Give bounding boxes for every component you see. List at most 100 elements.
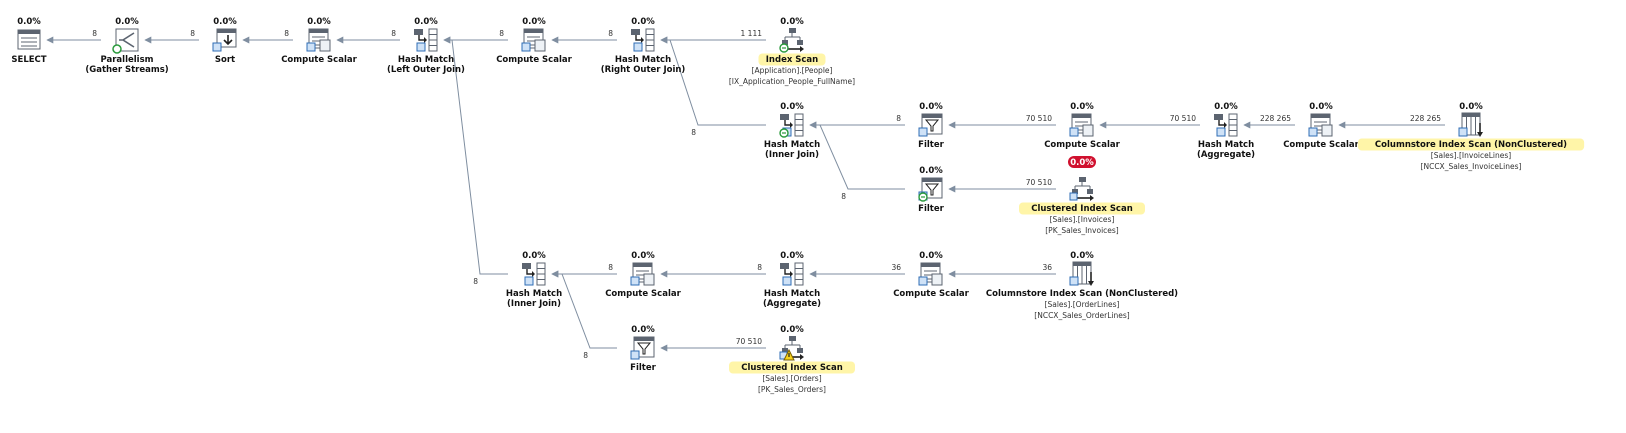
operator-hm_roj[interactable]: 0.0%Hash Match(Right Outer Join) [601, 17, 686, 75]
cost-percentage: 0.0% [780, 325, 804, 335]
parallelism-badge-icon [918, 192, 928, 202]
operator-sublabel: (Aggregate) [1197, 150, 1255, 160]
operator-label: Parallelism [100, 55, 153, 65]
edge-filter3-to-hm_ij2: 8 [551, 270, 617, 360]
row-count-label: 8 [190, 29, 195, 38]
row-count-label: 8 [391, 29, 396, 38]
compute-scalar-icon [1069, 113, 1094, 137]
edge-is_people-to-hm_roj: 1 111 [660, 29, 766, 44]
operator-label: Hash Match [1198, 140, 1254, 150]
operator-label: Index Scan [766, 55, 818, 65]
edge-sort-to-parallelism: 8 [144, 29, 199, 44]
cost-percentage: 0.0% [631, 251, 655, 261]
cost-percentage: 0.0% [1459, 102, 1483, 112]
edge-csi_orderlines-to-cs6: 36 [948, 263, 1056, 278]
select-icon [17, 29, 41, 50]
row-count-label: 228 265 [1410, 114, 1441, 123]
operator-object-name: [Sales].[Invoices] [1050, 215, 1115, 224]
operator-label: Compute Scalar [281, 55, 357, 65]
operator-hm_ij1[interactable]: 0.0%Hash Match(Inner Join) [764, 102, 820, 160]
cost-percentage: 0.0% [919, 166, 943, 176]
operator-hm_agg1[interactable]: 0.0%Hash Match(Aggregate) [1197, 102, 1255, 160]
operator-sort[interactable]: 0.0%Sort [212, 17, 237, 65]
operator-filter2[interactable]: 0.0% Filter [918, 166, 944, 214]
compute-scalar-icon [306, 28, 331, 52]
operator-label-highlight [1357, 138, 1585, 151]
index-scan-icon [782, 28, 804, 52]
operator-hm_agg2[interactable]: 0.0%Hash Match(Aggregate) [763, 251, 821, 309]
edge-cs6-to-hm_agg2: 36 [809, 263, 905, 278]
compute-scalar-icon [630, 262, 655, 286]
operator-csi_orderlines[interactable]: 0.0%Columnstore Index Scan (NonClustered… [986, 251, 1178, 320]
operator-cis_orders[interactable]: 0.0%Clustered Index Scan[Sales].[Orders]… [729, 325, 855, 394]
operator-cs2[interactable]: 0.0%Compute Scalar [496, 17, 572, 65]
parallelism-badge-icon [779, 43, 789, 53]
row-count-label: 8 [608, 263, 613, 272]
operator-label: Hash Match [398, 55, 454, 65]
row-count-label: 8 [691, 128, 696, 137]
edge-line [660, 36, 766, 126]
cost-percentage: 0.0% [17, 17, 41, 27]
row-count-label: 8 [841, 192, 846, 201]
operator-label-highlight [758, 53, 826, 66]
row-count-label: 8 [473, 277, 478, 286]
cost-percentage: 0.0% [213, 17, 237, 27]
operator-label: Clustered Index Scan [1031, 204, 1133, 214]
operator-sublabel: (Inner Join) [765, 150, 819, 160]
operator-sublabel: (Left Outer Join) [387, 65, 465, 75]
operator-label-highlight [729, 361, 855, 374]
edge-hm_ij2-to-hm_loj: 8 [443, 36, 508, 286]
edge-filter2-to-hm_ij1: 8 [809, 121, 905, 201]
edge-cs5-to-hm_ij2: 8 [551, 263, 617, 278]
cost-percentage: 0.0% [919, 251, 943, 261]
cost-badge [1068, 156, 1096, 168]
operator-label: Filter [918, 204, 944, 214]
edge-filter1-to-hm_ij1: 8 [809, 114, 905, 129]
operator-csi_invoicelines[interactable]: 0.0%Columnstore Index Scan (NonClustered… [1357, 102, 1585, 171]
compute-scalar-icon [1308, 113, 1333, 137]
operator-is_people[interactable]: 0.0%Index Scan[Application].[People][IX_… [729, 17, 855, 86]
operator-cis_invoices[interactable]: 0.0%Clustered Index Scan[Sales].[Invoice… [1019, 156, 1145, 235]
operator-cs6[interactable]: 0.0%Compute Scalar [893, 251, 969, 299]
edge-cs2-to-hm_loj: 8 [443, 29, 508, 44]
operator-filter1[interactable]: 0.0%Filter [918, 102, 944, 150]
cost-percentage: 0.0% [1070, 102, 1094, 112]
operator-sublabel: (Gather Streams) [85, 65, 168, 75]
operator-cs3[interactable]: 0.0%Compute Scalar [1044, 102, 1120, 150]
operator-parallelism[interactable]: 0.0% Parallelism(Gather Streams) [85, 17, 168, 75]
cost-percentage: 0.0% [1309, 102, 1333, 112]
operator-hm_loj[interactable]: 0.0%Hash Match(Left Outer Join) [387, 17, 465, 75]
operator-label: Filter [630, 363, 656, 373]
row-count-label: 36 [1042, 263, 1052, 272]
hash-match-icon [1214, 113, 1238, 137]
operator-label: Hash Match [615, 55, 671, 65]
cost-percentage: 0.0% [115, 17, 139, 27]
operator-filter3[interactable]: 0.0%Filter [630, 325, 656, 373]
row-count-label: 8 [92, 29, 97, 38]
edge-cis_orders-to-filter3: 70 510 [660, 337, 766, 352]
operator-cs1[interactable]: 0.0%Compute Scalar [281, 17, 357, 65]
cost-percentage: 0.0% [919, 102, 943, 112]
operator-cs4[interactable]: 0.0%Compute Scalar [1283, 102, 1359, 150]
hash-match-icon [414, 28, 438, 52]
row-count-label: 70 510 [1026, 178, 1052, 187]
operator-index-name: [PK_Sales_Invoices] [1045, 226, 1119, 235]
edge-line [809, 121, 905, 190]
parallelism-icon [112, 28, 139, 54]
cost-percentage: 0.0% [1070, 251, 1094, 261]
operator-sublabel: (Inner Join) [507, 299, 561, 309]
operator-hm_ij2[interactable]: 0.0%Hash Match(Inner Join) [506, 251, 562, 309]
operator-sublabel: (Aggregate) [763, 299, 821, 309]
row-count-label: 8 [284, 29, 289, 38]
operator-cs5[interactable]: 0.0%Compute Scalar [605, 251, 681, 299]
columnstore-index-scan-icon [1458, 112, 1483, 137]
operator-select[interactable]: 0.0%SELECT [11, 17, 46, 65]
edge-hm_agg2-to-cs5: 8 [660, 263, 766, 278]
operator-label: Hash Match [506, 289, 562, 299]
edge-line [443, 36, 508, 275]
row-count-label: 8 [499, 29, 504, 38]
edge-line [551, 270, 617, 349]
